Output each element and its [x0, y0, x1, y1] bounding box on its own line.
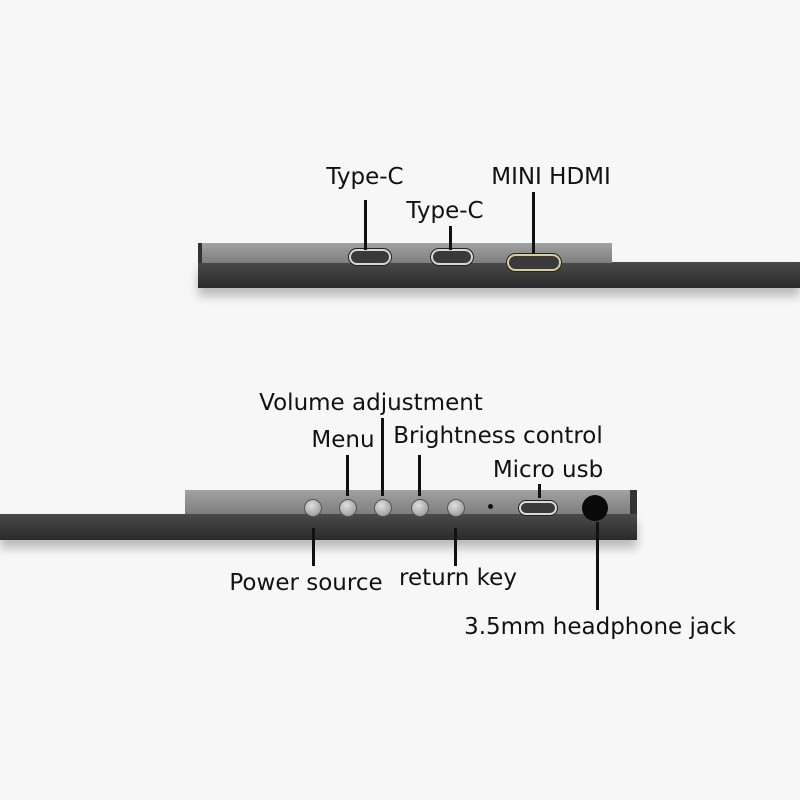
leader-line: [312, 528, 315, 566]
label-type-c-1: Type-C: [326, 164, 404, 190]
bottom-device-body: [0, 514, 637, 540]
volume-button: [374, 499, 392, 517]
label-menu: Menu: [311, 427, 375, 453]
leader-line: [381, 418, 384, 496]
label-brightness: Brightness control: [393, 423, 603, 449]
micro-usb-port: [519, 501, 557, 515]
power-button: [304, 499, 322, 517]
mini-hdmi-port: [507, 254, 561, 271]
return-button: [447, 499, 465, 517]
leader-line: [364, 200, 367, 250]
label-return-key: return key: [399, 565, 517, 591]
leader-line: [532, 192, 535, 254]
leader-line: [596, 522, 599, 610]
label-power: Power source: [229, 570, 383, 596]
label-headphone-jack: 3.5mm headphone jack: [464, 614, 736, 640]
type-c-port-1: [349, 249, 391, 265]
leader-line: [449, 226, 452, 250]
leader-line: [538, 484, 541, 498]
headphone-jack: [582, 495, 608, 521]
leader-line: [346, 455, 349, 496]
indicator-dot: [488, 504, 493, 509]
leader-line: [454, 528, 457, 566]
type-c-port-2: [431, 249, 473, 265]
menu-button: [339, 499, 357, 517]
brightness-button: [411, 499, 429, 517]
label-mini-hdmi: MINI HDMI: [491, 164, 611, 190]
top-device-body: [198, 262, 800, 288]
label-volume: Volume adjustment: [259, 390, 483, 416]
leader-line: [418, 455, 421, 496]
label-micro-usb: Micro usb: [492, 457, 604, 483]
label-type-c-2: Type-C: [406, 198, 484, 224]
